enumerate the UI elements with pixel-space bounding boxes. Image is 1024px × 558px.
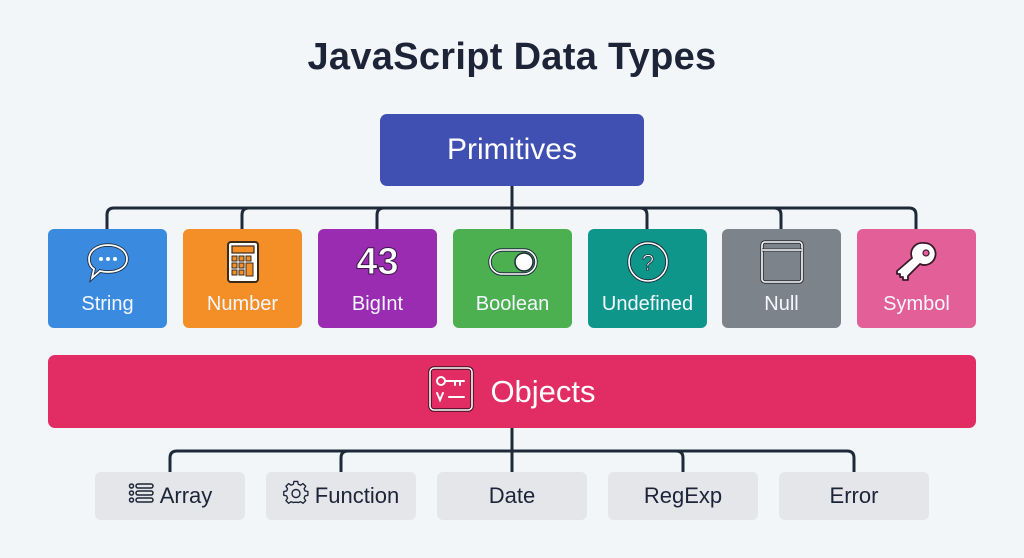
primitive-label: Undefined <box>601 293 694 315</box>
empty-window-icon <box>752 240 812 284</box>
question-circle-icon: ? <box>618 241 678 283</box>
primitive-label: String <box>81 293 134 315</box>
objects-label: Objects <box>490 373 596 409</box>
object-regexp: RegExp <box>608 472 758 520</box>
object-array: Array <box>95 472 245 520</box>
primitive-undefined: ? Undefined <box>588 229 707 328</box>
gear-icon <box>282 480 309 512</box>
object-error: Error <box>779 472 929 520</box>
primitive-label: Symbol <box>883 293 950 315</box>
object-types-row: Array Function Date RegExp Error <box>0 472 1024 520</box>
key-icon <box>887 241 947 283</box>
object-date: Date <box>437 472 587 520</box>
primitive-bigint: 43 BigInt <box>318 229 437 328</box>
object-label: Error <box>829 483 879 508</box>
object-label: Array <box>159 483 213 508</box>
number-43-icon: 43 <box>356 241 399 284</box>
primitives-node: Primitives <box>380 114 644 186</box>
primitive-boolean: Boolean <box>453 229 572 328</box>
toggle-switch-icon <box>483 241 543 283</box>
diagram-title: JavaScript Data Types <box>307 36 717 78</box>
primitive-symbol: Symbol <box>857 229 976 328</box>
object-label: Function <box>314 483 400 508</box>
primitive-null: Null <box>722 229 841 328</box>
primitive-label: Null <box>764 293 799 315</box>
object-label: RegExp <box>643 483 723 508</box>
svg-text:?: ? <box>641 250 653 275</box>
object-label: Date <box>488 483 536 508</box>
primitive-label: Boolean <box>475 293 550 315</box>
key-value-icon <box>428 366 475 417</box>
primitive-types-row: String Number 43 BigInt <box>0 229 1024 328</box>
calculator-icon <box>213 241 273 283</box>
primitives-label: Primitives <box>446 133 577 166</box>
speech-bubble-icon <box>78 241 138 283</box>
primitive-label: BigInt <box>351 293 404 315</box>
primitive-number: Number <box>183 229 302 328</box>
objects-node: Objects <box>48 355 976 428</box>
object-function: Function <box>266 472 416 520</box>
list-icon <box>128 482 154 510</box>
primitive-string: String <box>48 229 167 328</box>
primitive-label: Number <box>206 293 279 315</box>
